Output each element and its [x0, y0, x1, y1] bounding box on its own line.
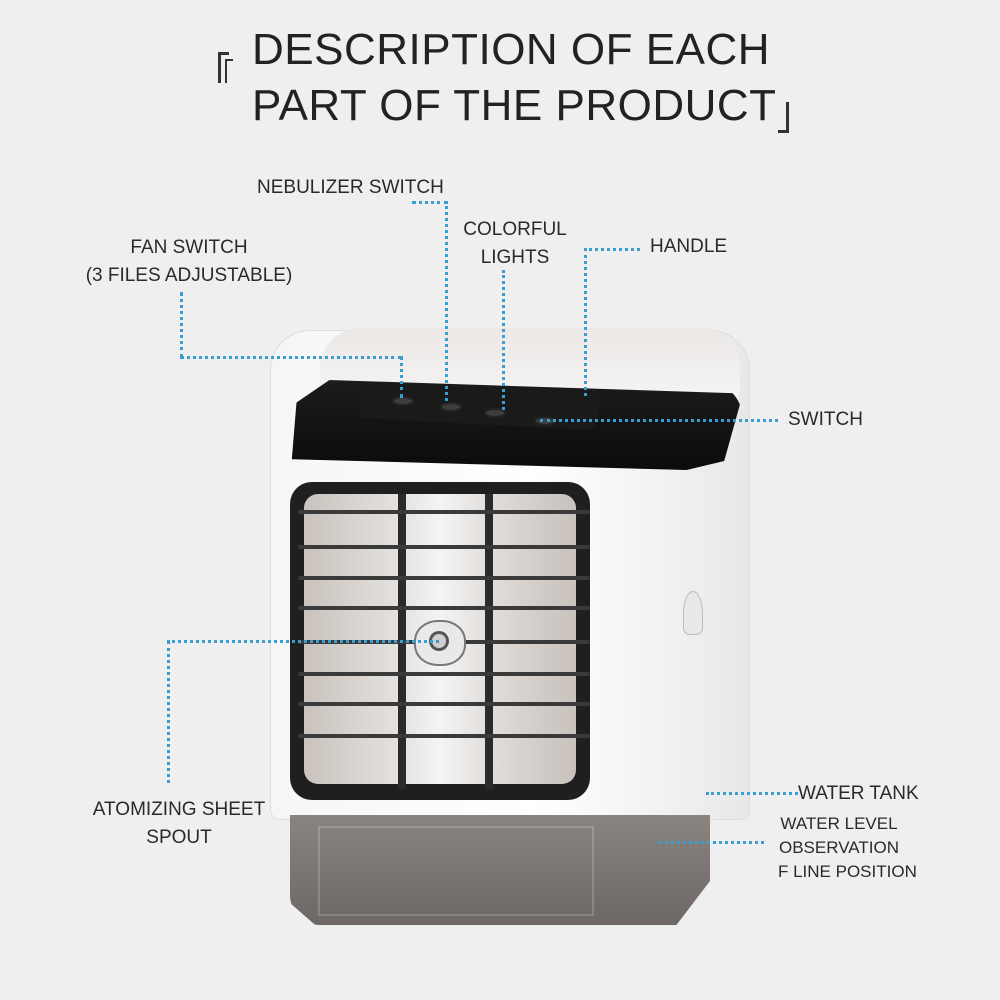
leader-line: [167, 640, 439, 643]
fan-switch-button: [392, 396, 414, 406]
water-tank: [290, 815, 710, 925]
open-corner-bracket-icon: [218, 52, 233, 83]
water-level-label-line-3: F LINE POSITION: [778, 862, 917, 881]
leader-line: [445, 201, 448, 401]
water-tank-label: WATER TANK: [798, 783, 919, 804]
title-line-1: DESCRIPTION OF EACH: [252, 25, 770, 74]
atomizing-label-line-2: SPOUT: [146, 827, 212, 848]
leader-line: [400, 356, 403, 398]
grill-bar: [298, 576, 590, 580]
nebulizer-switch-label: NEBULIZER SWITCH: [257, 177, 444, 198]
close-corner-bracket-icon: [778, 102, 789, 133]
leader-line: [658, 841, 764, 844]
colorful-lights-label: COLORFUL LIGHTS: [460, 216, 570, 272]
grill-bar: [298, 606, 590, 610]
spout-nozzle-icon: [432, 634, 446, 648]
leader-line: [584, 248, 587, 396]
title-line-2: PART OF THE PRODUCT: [252, 81, 777, 130]
fan-switch-label-line-2: (3 FILES ADJUSTABLE): [85, 265, 293, 286]
colorful-lights-button: [484, 408, 506, 418]
atomizing-label-line-1: ATOMIZING SHEET: [92, 799, 266, 820]
water-level-label-line-2: OBSERVATION: [779, 838, 899, 857]
grill-bar: [298, 702, 590, 706]
leader-line: [412, 201, 448, 204]
leader-line: [180, 356, 402, 359]
leader-line: [167, 641, 170, 783]
water-level-label: WATER LEVEL OBSERVATION F LINE POSITION: [778, 812, 917, 884]
page-title: DESCRIPTION OF EACH PART OF THE PRODUCT: [252, 22, 777, 134]
grill-bar: [298, 510, 590, 514]
tank-highlight: [318, 826, 594, 916]
colorful-lights-label-line-2: LIGHTS: [480, 247, 550, 268]
handle-label: HANDLE: [650, 236, 728, 257]
nebulizer-switch-button: [440, 402, 462, 412]
fan-switch-label-line-1: FAN SWITCH: [130, 237, 248, 258]
switch-label: SWITCH: [788, 409, 863, 430]
grill-bar: [298, 672, 590, 676]
leader-line: [706, 792, 798, 795]
grill-bar: [298, 734, 590, 738]
water-level-label-line-1: WATER LEVEL: [780, 814, 898, 833]
leader-line: [180, 292, 183, 358]
fan-switch-label: FAN SWITCH (3 FILES ADJUSTABLE): [78, 234, 300, 290]
colorful-lights-label-line-1: COLORFUL: [463, 219, 567, 240]
atomizing-sheet-spout-label: ATOMIZING SHEET SPOUT: [88, 796, 270, 852]
side-grip: [684, 592, 702, 634]
grill-bar: [298, 545, 590, 549]
leader-line: [502, 270, 505, 410]
leader-line: [540, 419, 778, 422]
leader-line: [584, 248, 640, 251]
